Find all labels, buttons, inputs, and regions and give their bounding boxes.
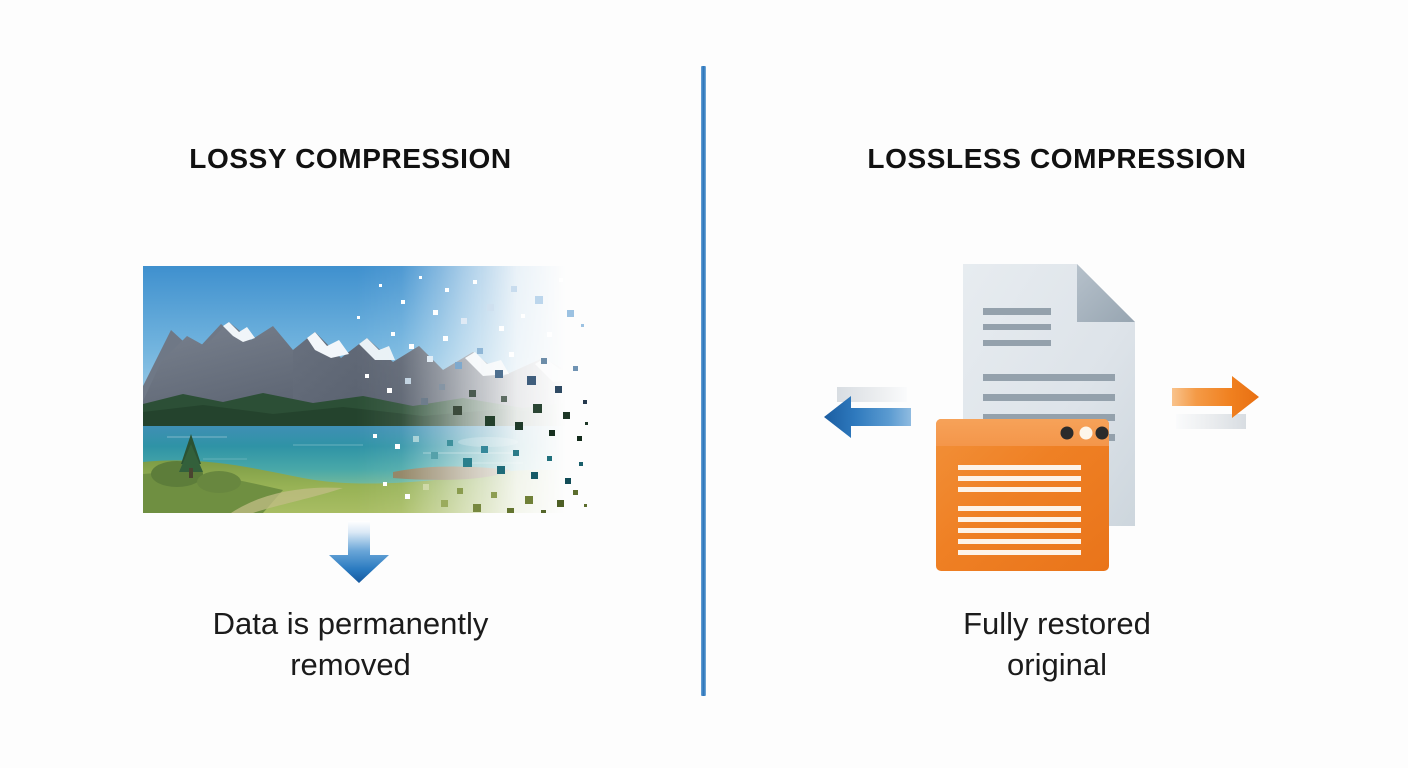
app-window-card-icon xyxy=(936,419,1109,571)
arrow-right-icon xyxy=(1172,370,1260,433)
lossless-panel-title: LOSSLESS COMPRESSION xyxy=(867,143,1247,174)
lossless-panel-caption: Fully restored original xyxy=(963,606,1151,682)
mountain-lake-photo xyxy=(143,266,588,513)
window-dots xyxy=(1060,426,1109,440)
down-arrow-icon xyxy=(325,521,393,584)
lossy-panel: LOSSY COMPRESSION xyxy=(0,0,701,768)
arrow-left-icon xyxy=(823,383,911,446)
lossless-panel: LOSSLESS COMPRESSION xyxy=(706,0,1408,768)
lossy-panel-title: LOSSY COMPRESSION xyxy=(189,143,512,174)
vertical-divider xyxy=(701,66,706,696)
lossy-panel-caption: Data is permanently removed xyxy=(212,606,489,682)
lossy-image-figure xyxy=(143,266,588,515)
